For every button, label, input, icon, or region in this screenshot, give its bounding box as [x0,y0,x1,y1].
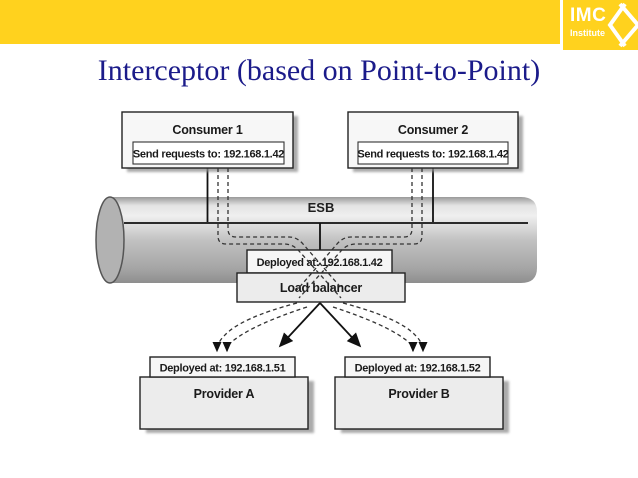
providerB-title: Provider B [388,387,449,401]
consumer2-note-rect [357,141,509,165]
header-bar [0,0,560,44]
loadbalancer-title: Load balancer [280,281,362,295]
consumer2-note: Send requests to: 192.168.1.42 [357,149,508,161]
providerB-box: Deployed at: 192.168.1.52 Provider B [334,356,509,433]
esb-pipe-body [110,197,537,283]
providerA-box: Deployed at: 192.168.1.51 Provider A [139,356,314,433]
providerB-deployed-rect [344,356,491,378]
dashed-routes [212,168,428,353]
dispatch-arrows [278,302,362,348]
route-to-providerB-inner [332,306,418,353]
route-to-providerA-outer [212,302,298,353]
consumer1-note-rect [132,141,285,165]
page-title: Interceptor (based on Point-to-Point) [97,54,541,87]
providerB-deployed: Deployed at: 192.168.1.52 [355,363,481,375]
consumer1-title: Consumer 1 [172,123,242,137]
providerA-deployed: Deployed at: 192.168.1.51 [160,363,286,375]
providerB-rect [334,376,504,430]
route-consumer2-inner [296,168,413,291]
consumer1-note: Send requests to: 192.168.1.42 [133,149,284,161]
route-consumer2-outer [298,168,423,299]
providerA-deployed-rect [149,356,296,378]
route-to-providerB-outer [342,302,428,353]
imc-logo: IMC Institute [563,0,638,50]
route-consumer1-outer [217,168,342,299]
esb-pipe: ESB [95,196,537,284]
arrow-lb-to-providerA [278,302,321,348]
route-to-providerA-inner [222,306,308,353]
diamond-chevron-icon [607,2,638,48]
esb-label: ESB [308,200,335,215]
arrow-lb-to-providerB [319,302,362,348]
providerA-rect [139,376,309,430]
imc-logo-name: IMC [570,5,607,26]
providerA-title: Provider A [194,387,255,401]
load-balancer-box: Deployed at: 192.168.1.42 Load balancer [236,249,406,303]
route-consumer1-inner [227,168,344,291]
imc-logo-subtitle: Institute [570,28,605,38]
loadbalancer-deployed: Deployed at: 192.168.1.42 [257,257,383,269]
consumer2-title: Consumer 2 [398,123,468,137]
esb-pipe-cap [95,196,125,284]
consumer2-box: Consumer 2 Send requests to: 192.168.1.4… [347,111,523,172]
consumer1-box: Consumer 1 Send requests to: 192.168.1.4… [121,111,298,172]
